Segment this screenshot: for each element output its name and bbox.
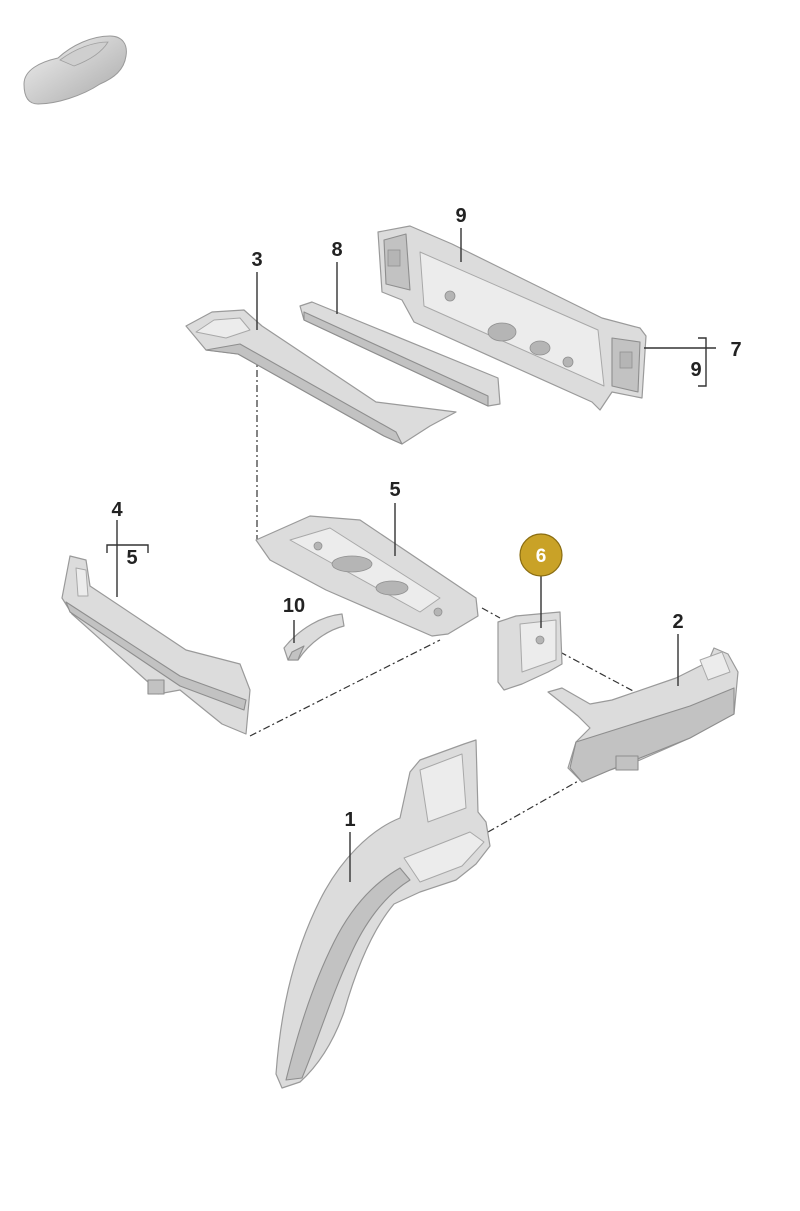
callout-2[interactable]: 2 [672, 611, 683, 633]
part-8-strip [299, 301, 501, 407]
part-1-side-member [275, 739, 491, 1089]
part-6-gusset [497, 611, 563, 691]
callout-6-highlighted[interactable]: 6 [519, 533, 563, 577]
part-9-rear-panel [377, 225, 647, 411]
callout-4-sub-5[interactable]: 5 [126, 547, 137, 569]
callout-7-sub[interactable]: 9 [690, 359, 701, 381]
callout-8[interactable]: 8 [331, 239, 342, 261]
part-10-bracket [283, 613, 345, 661]
part-5-floor-panel [255, 515, 479, 637]
callout-9[interactable]: 9 [455, 205, 466, 227]
part-3-cross-rail [185, 309, 457, 445]
car-silhouette-icon [23, 35, 127, 105]
callout-1[interactable]: 1 [344, 809, 355, 831]
callout-10[interactable]: 10 [283, 595, 305, 617]
leader-lines [106, 228, 716, 882]
callout-4[interactable]: 4 [111, 499, 123, 521]
callout-3[interactable]: 3 [251, 249, 262, 271]
highlight-circle[interactable] [519, 533, 563, 577]
callout-7[interactable]: 7 [730, 339, 741, 361]
part-2-rear-crossmember [547, 647, 739, 783]
callout-labels: 9 8 3 7 7 9 5 4 5 10 2 1 [111, 205, 741, 831]
callout-6-label[interactable]: 6 [536, 546, 547, 567]
callout-5[interactable]: 5 [389, 479, 400, 501]
part-4-side-sill [61, 555, 251, 735]
